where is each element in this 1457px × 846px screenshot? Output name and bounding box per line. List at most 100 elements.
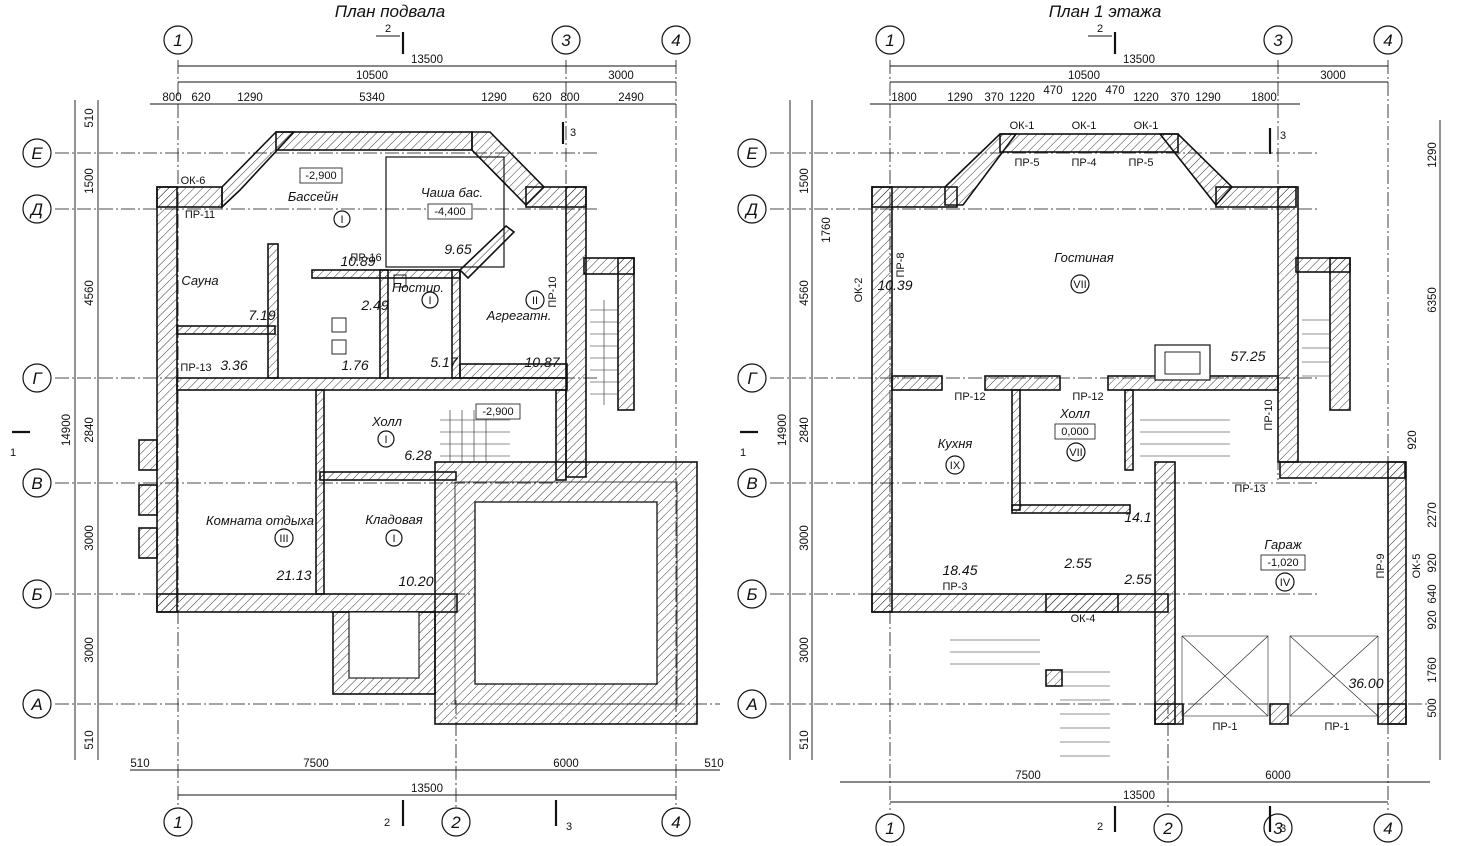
mark2-pr12: ПР-12 <box>954 391 985 403</box>
dim-l-510: 510 <box>84 108 96 127</box>
dim-2490: 2490 <box>618 92 644 104</box>
dim2-b-13500: 13500 <box>1123 790 1155 802</box>
plan-title: План подвала <box>335 2 445 21</box>
room-mech-num: II <box>532 295 538 307</box>
dim2-l-3000b: 3000 <box>799 637 811 663</box>
dims-bottom: 510 7500 6000 510 13500 <box>130 758 724 796</box>
level-marks-2: 0,000 -1,020 10.39 2.55 2.55 <box>877 277 1306 587</box>
axis2-A: А <box>745 695 757 714</box>
axis-4-bottom: 4 <box>671 813 680 832</box>
axis-D: Д <box>29 200 43 219</box>
mark2-ok5: ОК-5 <box>1411 554 1423 579</box>
dim2-1220c: 1220 <box>1133 92 1159 104</box>
walls <box>138 131 698 725</box>
dim2-l-1500: 1500 <box>799 168 811 194</box>
axis2-4-bottom: 4 <box>1383 819 1392 838</box>
section2-2-top: 2 <box>1097 23 1103 35</box>
first-floor-plan: План 1 этажа 1 3 4 1 2 3 4 Е Д Г <box>737 2 1441 843</box>
basement-plan: План подвала 1 3 4 1 2 4 Е Д <box>10 2 724 837</box>
room-kitchen-num: IX <box>950 460 961 472</box>
stairs-2 <box>950 319 1379 757</box>
mark2-pr8: ПР-8 <box>895 252 907 277</box>
dim-1290: 1290 <box>237 92 263 104</box>
level-hall: -2,900 <box>482 406 513 418</box>
mark2-ok1c: ОК-1 <box>1134 120 1159 132</box>
mark2-pr13: ПР-13 <box>1234 483 1265 495</box>
axis2-D: Д <box>744 200 758 219</box>
mark2-pr9: ПР-9 <box>1375 553 1387 578</box>
room-bowl: Чаша бас. <box>421 185 483 200</box>
dim2-b-7500: 7500 <box>1015 770 1041 782</box>
axis-G: Г <box>32 369 43 388</box>
level-pool: -2,900 <box>305 170 336 182</box>
room-pool-num: I <box>340 214 343 226</box>
dim2-r-1290: 1290 <box>1427 142 1439 168</box>
axis-A: А <box>30 695 42 714</box>
dim-l-4560: 4560 <box>84 280 96 306</box>
dim-800b: 800 <box>560 92 579 104</box>
dim-3000: 3000 <box>608 70 634 82</box>
mark-pr10: ПР-10 <box>547 276 559 307</box>
dim2-l-1760: 1760 <box>821 217 833 243</box>
room-garage-num: IV <box>1280 577 1291 589</box>
dim2-b-6000: 6000 <box>1265 770 1291 782</box>
axis-bubbles-top-2: 1 3 4 <box>875 25 1403 55</box>
room-living: Гостиная <box>1054 250 1114 265</box>
section-3-top: 3 <box>570 127 576 139</box>
dim-5340: 5340 <box>359 92 385 104</box>
section-2-top: 2 <box>385 23 391 35</box>
dim-l-14900: 14900 <box>61 414 73 446</box>
dim-800: 800 <box>162 92 181 104</box>
area-corridor: 3.36 <box>220 357 247 373</box>
dim2-overall: 13500 <box>1123 54 1155 66</box>
dim-b-7500: 7500 <box>303 758 329 770</box>
mark-pr11: ПР-11 <box>185 209 215 221</box>
area-shower: 10.89 <box>340 253 375 269</box>
dim2-r-2270: 2270 <box>1427 502 1439 528</box>
area-hall-2: 14.1 <box>1124 509 1151 525</box>
mark2-ok1b: ОК-1 <box>1072 120 1097 132</box>
mark2-pr5b: ПР-5 <box>1128 157 1153 169</box>
section-marks: 2 3 1 2 3 <box>10 23 576 833</box>
axis-3-top: 3 <box>561 31 571 50</box>
dim2-370b: 370 <box>1170 92 1189 104</box>
dim-1290b: 1290 <box>481 92 507 104</box>
mark2-ok2: ОК-2 <box>853 278 865 303</box>
room-labels: Бассейн I Чаша бас. 9.65 Сауна 7.19 Пост… <box>181 185 560 589</box>
room-hall-2: Холл <box>1059 406 1091 421</box>
element-marks-2: ОК-1 ОК-1 ОК-1 ПР-5 ПР-4 ПР-5 ОК-2 ПР-8 … <box>853 120 1423 733</box>
dim2-r-640: 640 <box>1427 584 1439 603</box>
dims-left: 510 1500 4560 2840 3000 3000 510 14900 <box>61 100 99 760</box>
dim2-470: 470 <box>1043 85 1062 97</box>
axis-bubbles-top: 1 3 4 <box>163 25 691 55</box>
room-laundry: Постир. <box>392 280 444 295</box>
axis2-G: Г <box>747 369 758 388</box>
mark2-pr3: ПР-3 <box>942 581 967 593</box>
section2-2-bottom: 2 <box>1097 821 1103 833</box>
dim-l-1500: 1500 <box>84 168 96 194</box>
level-garage: -1,020 <box>1267 557 1298 569</box>
area-storage: 10.20 <box>398 573 433 589</box>
axis-1-top: 1 <box>173 31 182 50</box>
section2-3-bottom: 3 <box>1280 823 1286 835</box>
area-hall: 6.28 <box>404 447 431 463</box>
room-storage-num: I <box>392 533 395 545</box>
axis-E: Е <box>31 144 43 163</box>
dim-l-3000: 3000 <box>84 525 96 551</box>
axis-V: В <box>31 474 42 493</box>
mark2-pr1b: ПР-1 <box>1324 721 1349 733</box>
room-living-num: VII <box>1073 279 1086 291</box>
area-wc: 2.49 <box>360 297 388 313</box>
dim2-1290b: 1290 <box>1195 92 1221 104</box>
dim-l-3000b: 3000 <box>84 637 96 663</box>
area-bath: 1.76 <box>341 357 368 373</box>
axis2-1-top: 1 <box>885 31 894 50</box>
dim2-l-3000: 3000 <box>799 525 811 551</box>
level-bowl: -4,400 <box>434 206 465 218</box>
dim2-10500: 10500 <box>1068 70 1100 82</box>
area-lobby: 10.39 <box>877 277 912 293</box>
dim2-3000: 3000 <box>1320 70 1346 82</box>
section-1-left: 1 <box>10 447 16 459</box>
room-hall-num: I <box>384 434 387 446</box>
